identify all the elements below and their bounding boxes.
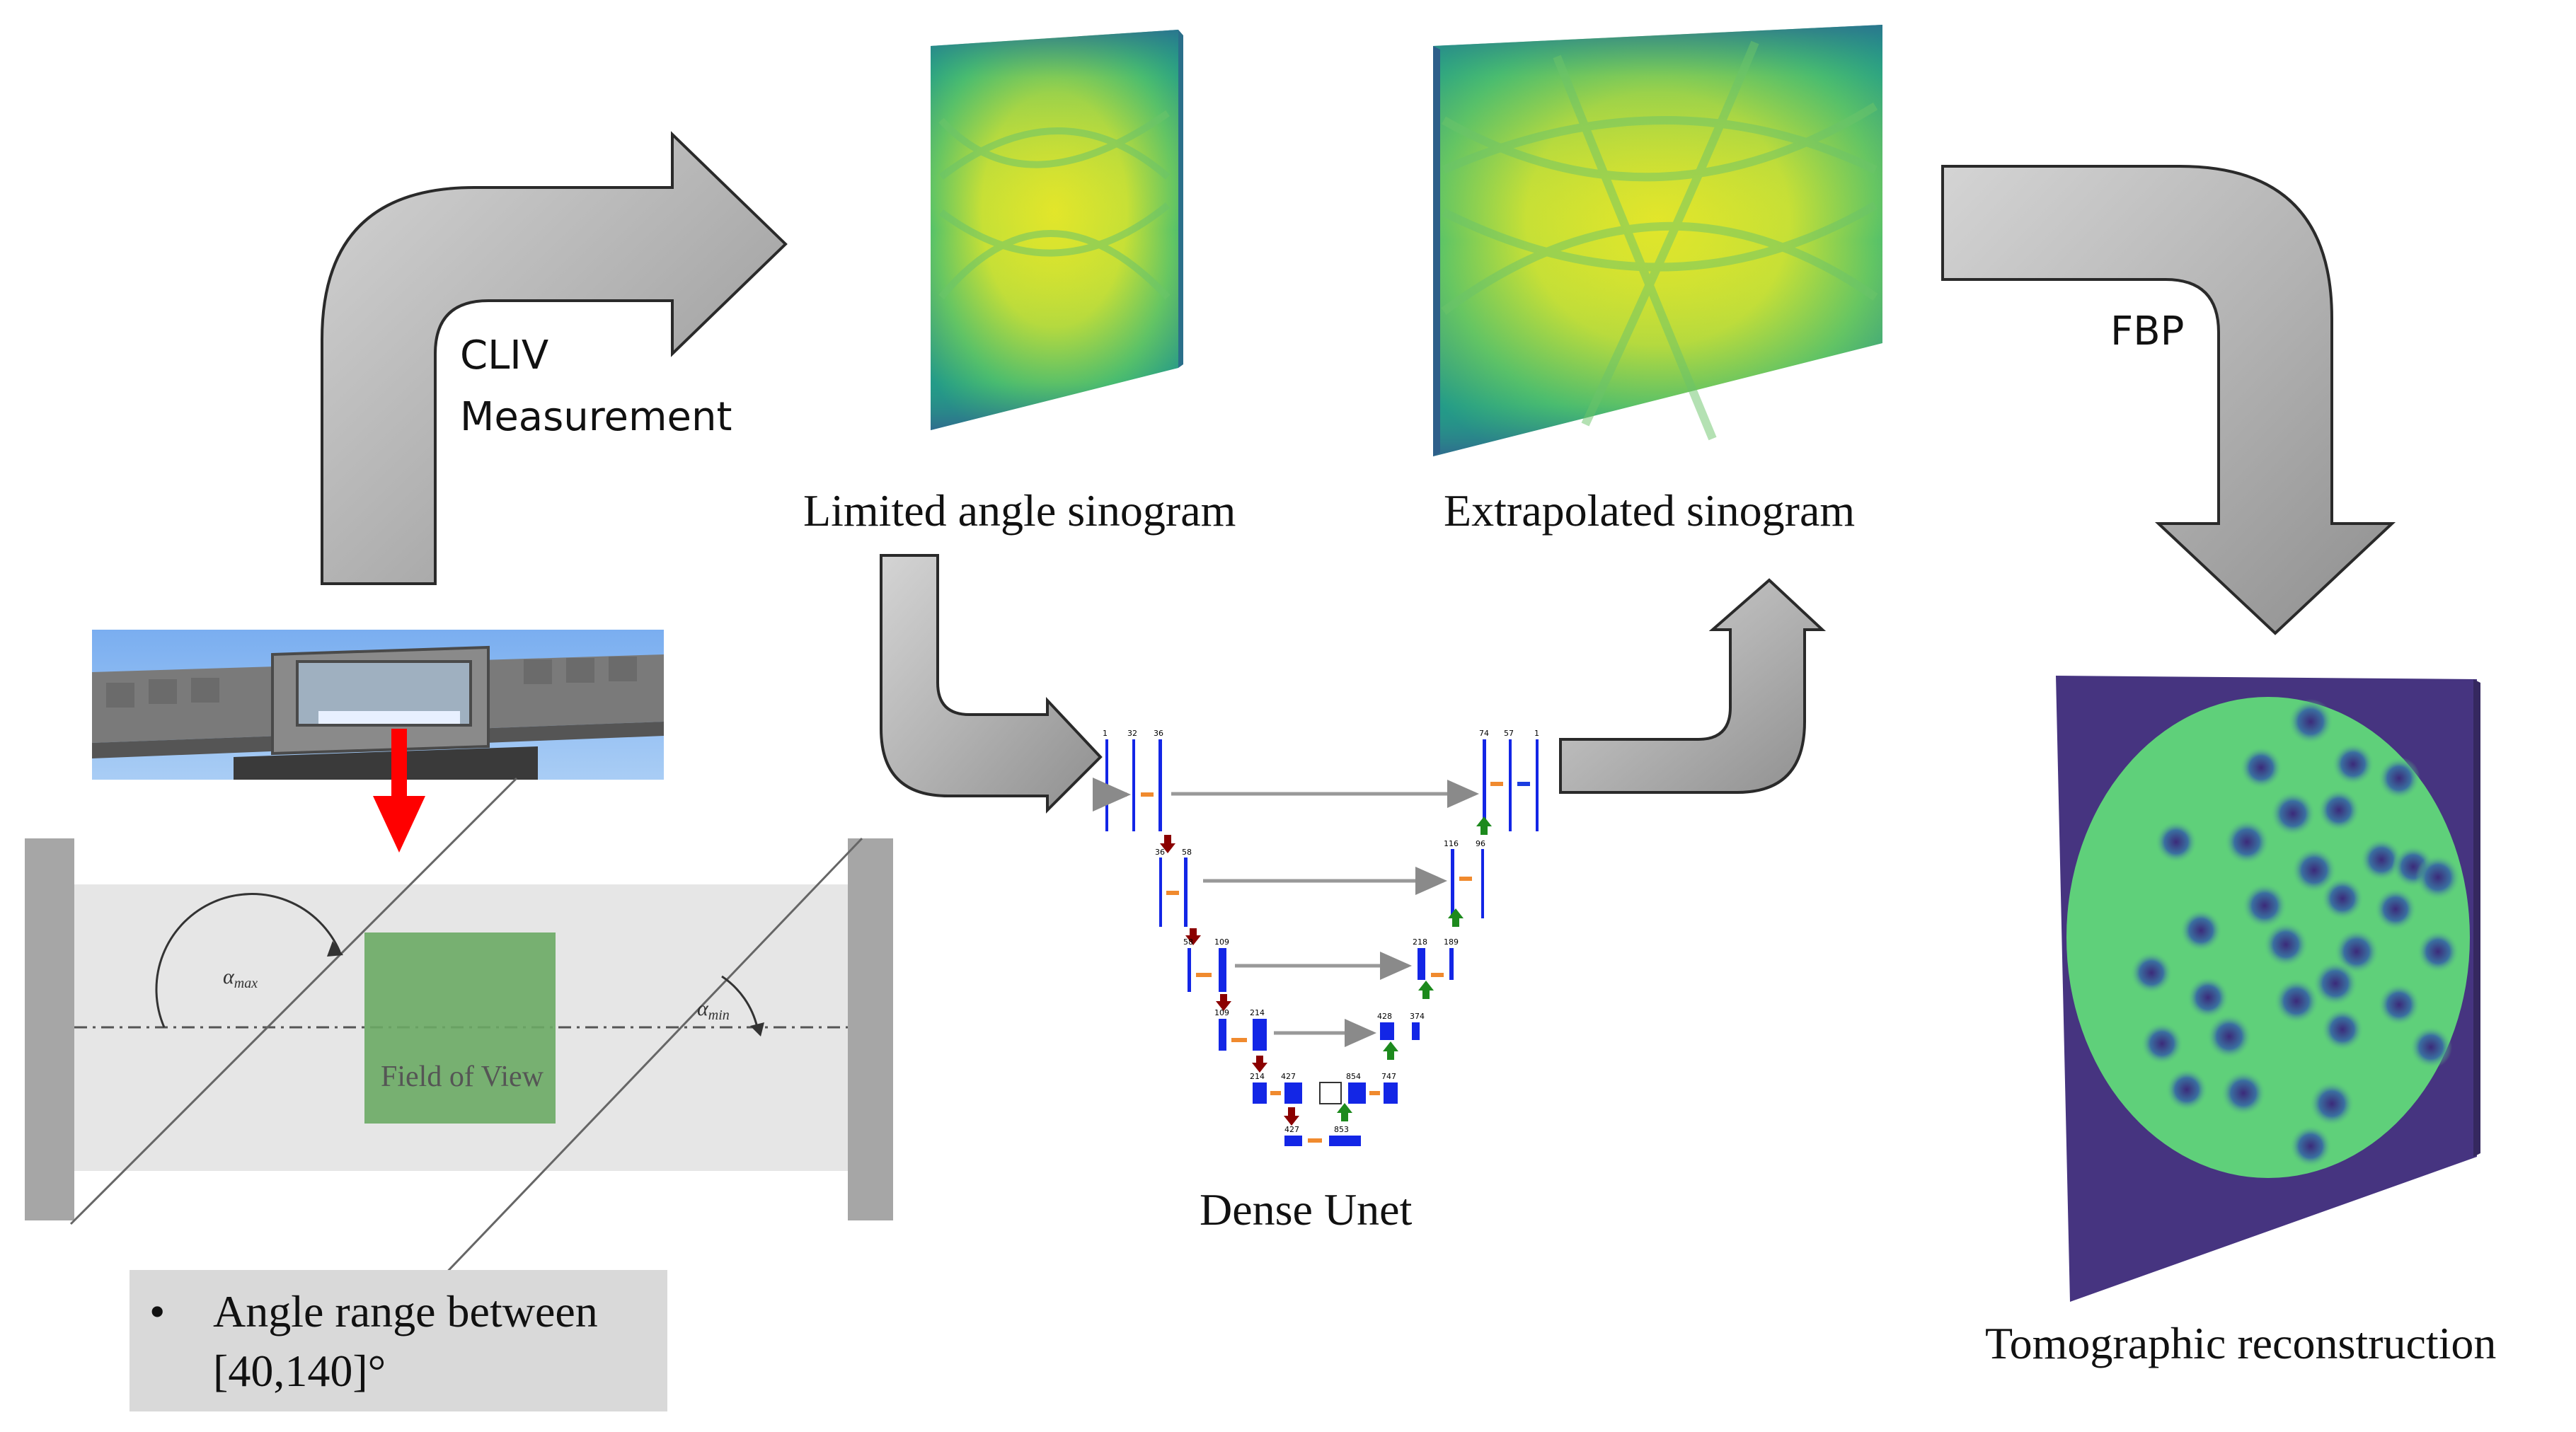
extrapolated-sinogram — [1433, 25, 1882, 456]
limited-sinogram — [931, 30, 1183, 430]
unet-num: 853 — [1334, 1125, 1349, 1134]
dense-unet: 1 32 36 74 57 1 36 58 116 96 58 109 218 … — [1093, 729, 1539, 1146]
unet-num: 36 — [1154, 729, 1163, 738]
to-unet-arrow — [880, 554, 1103, 814]
unet-num: 747 — [1381, 1072, 1396, 1081]
dense-unet-label: Dense Unet — [1200, 1184, 1413, 1235]
unet-num: 428 — [1377, 1012, 1392, 1021]
cliv-label-line1: CLIV — [460, 333, 549, 379]
unet-num: 1 — [1534, 729, 1539, 738]
unet-num: 1 — [1103, 729, 1108, 738]
unet-num: 427 — [1284, 1125, 1299, 1134]
fbp-arrow — [1941, 165, 2396, 635]
tomographic-reconstruction — [2056, 676, 2480, 1302]
red-down-arrow — [373, 729, 425, 853]
unet-num: 32 — [1127, 729, 1137, 738]
cliv-rendering — [92, 630, 664, 780]
bullet-symbol: • — [149, 1286, 166, 1336]
cliv-arrow — [321, 131, 788, 585]
unet-num: 854 — [1346, 1072, 1361, 1081]
cliv-label-line2: Measurement — [460, 394, 732, 440]
tomographic-reconstruction-label: Tomographic reconstruction — [1985, 1318, 2497, 1368]
unet-num: 189 — [1444, 937, 1459, 947]
fbp-label: FBP — [2110, 308, 2185, 354]
unet-num: 116 — [1444, 839, 1459, 848]
field-of-view-label: Field of View — [381, 1061, 544, 1093]
unet-num: 427 — [1281, 1072, 1296, 1081]
schematic — [25, 777, 893, 1282]
limited-sinogram-label: Limited angle sinogram — [803, 485, 1236, 536]
extrapolated-sinogram-label: Extrapolated sinogram — [1444, 485, 1856, 536]
unet-num: 374 — [1410, 1012, 1425, 1021]
unet-num: 58 — [1183, 937, 1193, 947]
unet-num: 214 — [1250, 1008, 1265, 1017]
angle-range-line1: Angle range between — [213, 1286, 598, 1336]
unet-num: 214 — [1250, 1072, 1265, 1081]
unet-num: 218 — [1413, 937, 1427, 947]
alpha-max-label: αmax — [223, 965, 258, 991]
unet-num: 36 — [1155, 848, 1165, 857]
angle-range-line2: [40,140]° — [213, 1346, 386, 1396]
alpha-min-label: αmin — [697, 997, 730, 1023]
unet-num: 96 — [1476, 839, 1485, 848]
unet-num: 57 — [1504, 729, 1514, 738]
unet-num: 109 — [1214, 1008, 1229, 1017]
unet-num: 109 — [1214, 937, 1229, 947]
unet-num: 74 — [1479, 729, 1489, 738]
unet-num: 58 — [1182, 848, 1192, 857]
angle-range-note: • Angle range between [40,140]° — [130, 1270, 667, 1411]
from-unet-arrow — [1559, 578, 1827, 794]
